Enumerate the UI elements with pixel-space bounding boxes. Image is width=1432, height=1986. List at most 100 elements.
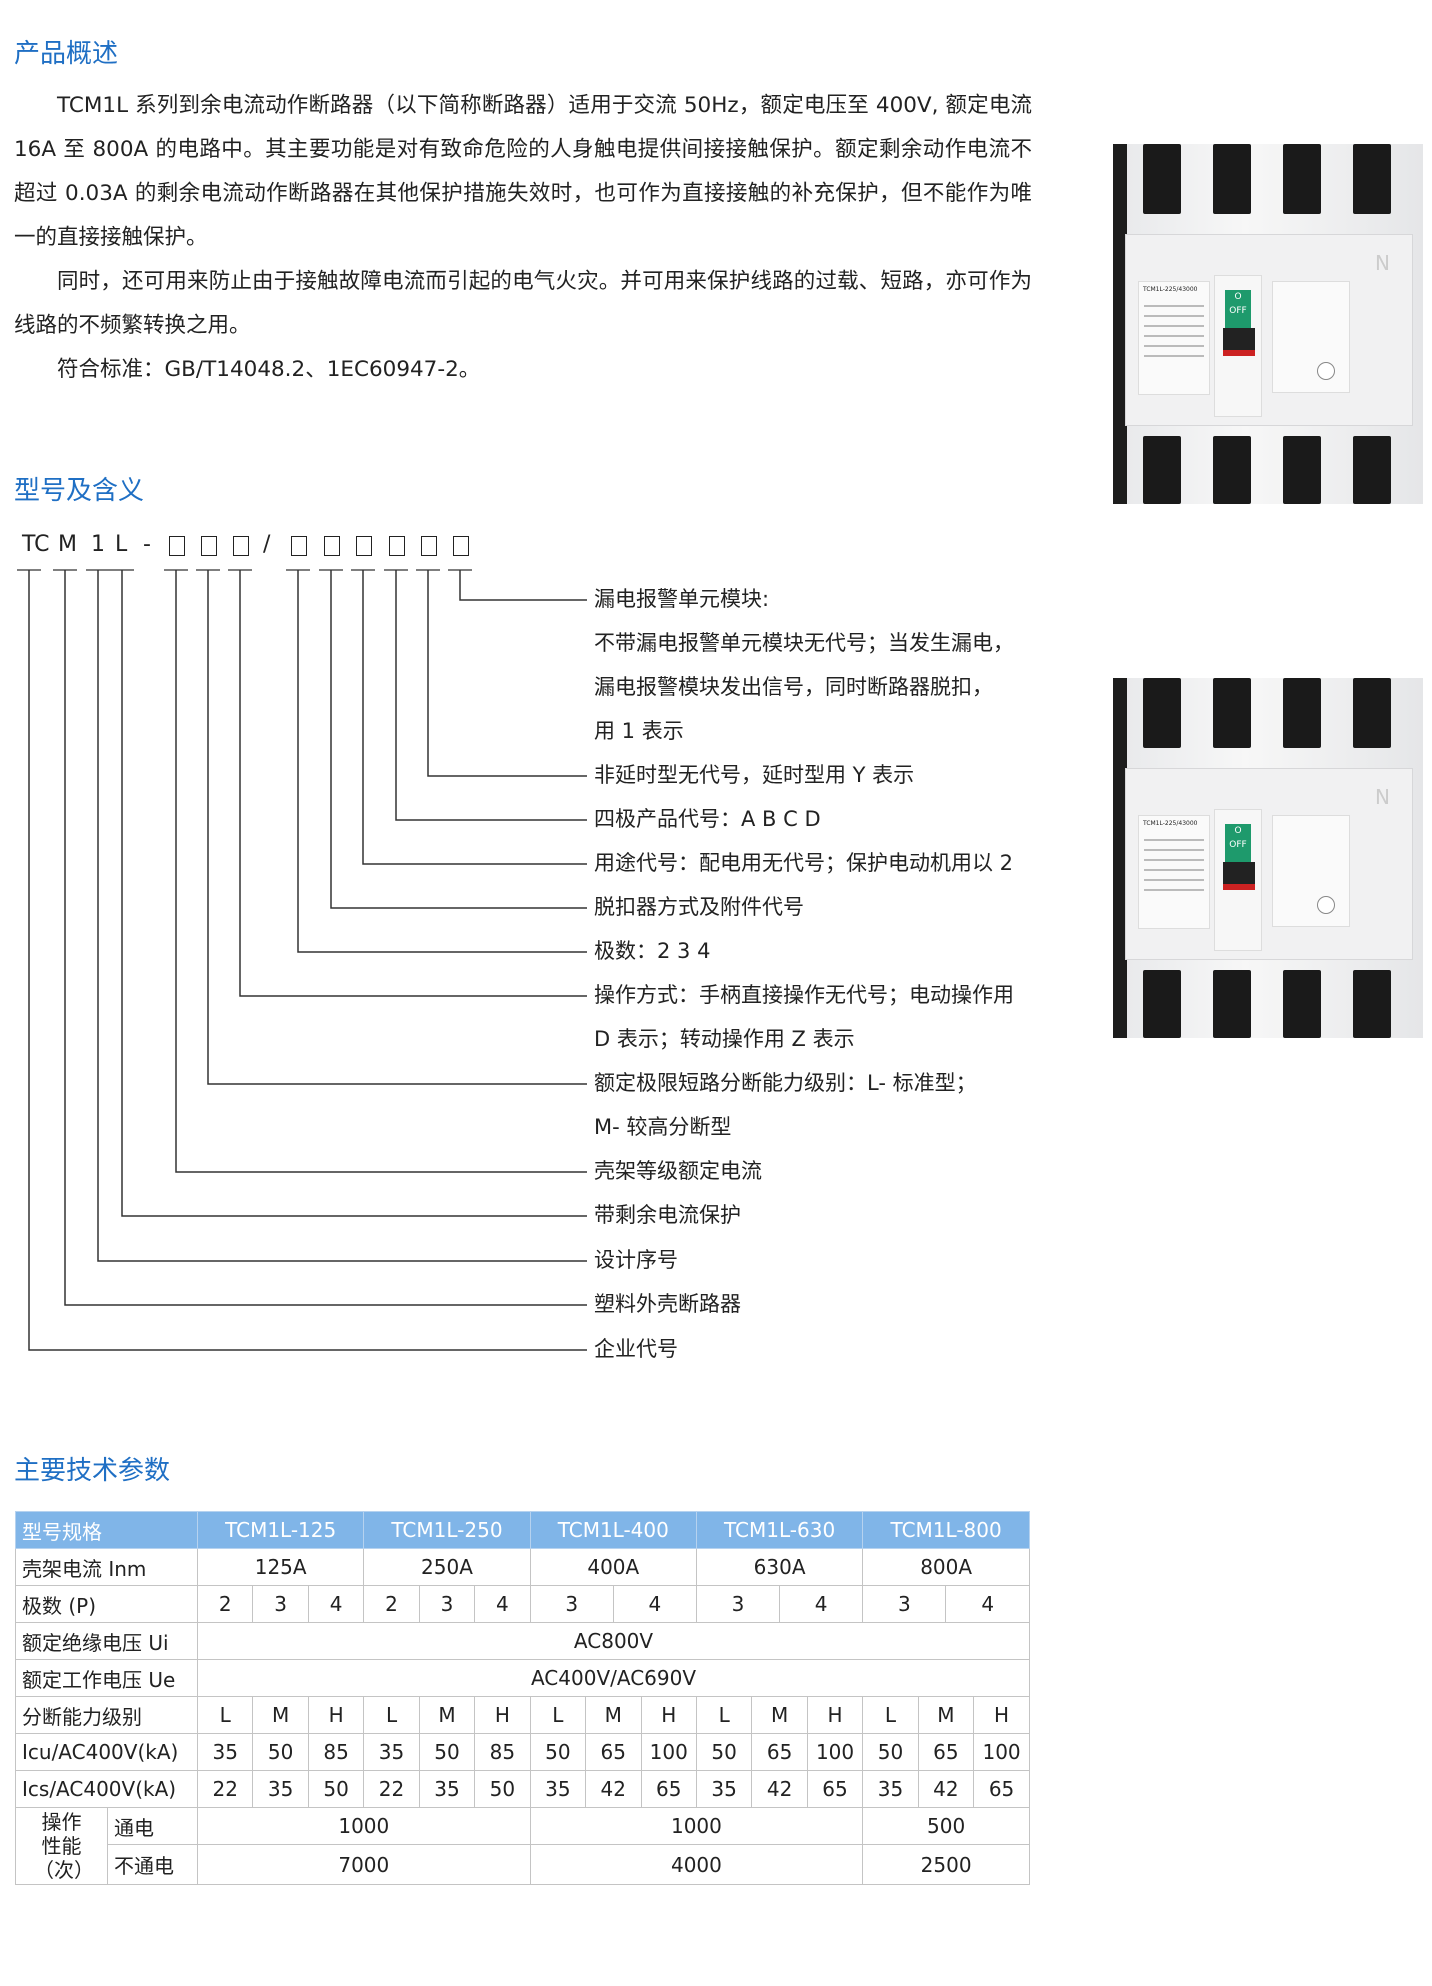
row-label: Icu/AC400V(kA) bbox=[15, 1733, 198, 1771]
model-meaning-item: 用途代号：配电用无代号；保护电动机用以 2 bbox=[594, 851, 1014, 875]
table-cell: 3 bbox=[418, 1585, 476, 1623]
table-cell: 22 bbox=[363, 1770, 420, 1808]
connector-line bbox=[97, 570, 587, 1262]
model-meaning-item: D 表示；转动操作用 Z 表示 bbox=[594, 1027, 855, 1051]
table-cell: 35 bbox=[363, 1733, 420, 1771]
table-cell: 100 bbox=[806, 1733, 864, 1771]
model-meaning-item: 漏电报警单元模块: bbox=[594, 587, 770, 611]
header-cell: TCM1L-125 bbox=[196, 1511, 365, 1549]
table-cell: 4 bbox=[474, 1585, 531, 1623]
model-print: TCM1L-225/43000 bbox=[1143, 286, 1198, 293]
header-cell: TCM1L-630 bbox=[695, 1511, 864, 1549]
table-cell: 35 bbox=[252, 1770, 309, 1808]
table-cell: 3 bbox=[529, 1585, 614, 1623]
connector-line bbox=[297, 570, 587, 953]
model-meaning-item: 额定极限短路分断能力级别：L- 标准型； bbox=[594, 1071, 977, 1095]
overview-paragraph: TCM1L 系列到余电流动作断路器（以下简称断路器）适用于交流 50Hz，额定电… bbox=[14, 93, 1032, 250]
table-cell: 3 bbox=[695, 1585, 781, 1623]
connector-line bbox=[121, 570, 587, 1217]
model-meaning-item: 设计序号 bbox=[594, 1248, 678, 1272]
model-meaning-item: 塑料外壳断路器 bbox=[594, 1292, 741, 1316]
table-cell: L bbox=[862, 1696, 919, 1734]
table-cell: 2500 bbox=[862, 1844, 1030, 1885]
table-cell: 50 bbox=[529, 1733, 587, 1771]
connector-line bbox=[362, 570, 587, 865]
table-cell: AC400V/AC690V bbox=[197, 1659, 1030, 1697]
table-cell: 50 bbox=[307, 1770, 365, 1808]
table-cell: 42 bbox=[917, 1770, 975, 1808]
table-cell: 2 bbox=[196, 1585, 254, 1623]
model-meaning-item: 漏电报警模块发出信号，同时断路器脱扣， bbox=[594, 675, 993, 699]
row-label: 操作性能（次） bbox=[15, 1807, 108, 1885]
table-cell: H bbox=[474, 1696, 531, 1734]
code-placeholder-box bbox=[324, 536, 340, 562]
specs-title: 主要技术参数 bbox=[14, 1456, 171, 1486]
table-cell: 50 bbox=[862, 1733, 919, 1771]
row-label: 不通电 bbox=[107, 1844, 198, 1885]
table-cell: L bbox=[695, 1696, 753, 1734]
model-title: 型号及含义 bbox=[14, 476, 145, 506]
model-meaning-item: 用 1 表示 bbox=[594, 719, 684, 743]
code-part: / bbox=[263, 532, 271, 557]
switch-label: O OFF bbox=[1225, 824, 1251, 862]
code-part: - bbox=[143, 532, 151, 557]
table-cell: 500 bbox=[862, 1807, 1030, 1845]
table-cell: 85 bbox=[474, 1733, 531, 1771]
model-meaning-item: 壳架等级额定电流 bbox=[594, 1159, 762, 1183]
model-meaning-item: 四极产品代号：A B C D bbox=[594, 807, 821, 831]
connector-line bbox=[330, 570, 587, 909]
table-cell: H bbox=[640, 1696, 697, 1734]
switch-label: O OFF bbox=[1225, 290, 1251, 328]
overview-text: TCM1L 系列到余电流动作断路器（以下简称断路器）适用于交流 50Hz，额定电… bbox=[14, 84, 1032, 392]
table-cell: 2 bbox=[363, 1585, 420, 1623]
row-label: 极数 (P) bbox=[15, 1585, 198, 1623]
table-cell: 800A bbox=[862, 1548, 1030, 1586]
code-placeholder-box bbox=[453, 536, 469, 562]
code-placeholder-box bbox=[389, 536, 405, 562]
table-cell: 50 bbox=[695, 1733, 753, 1771]
table-cell: 65 bbox=[806, 1770, 864, 1808]
table-cell: 65 bbox=[917, 1733, 975, 1771]
table-cell: 400A bbox=[529, 1548, 697, 1586]
model-code-diagram bbox=[17, 569, 587, 1351]
model-meaning-item: M- 较高分断型 bbox=[594, 1115, 732, 1139]
header-cell: TCM1L-800 bbox=[862, 1511, 1030, 1549]
connector-line bbox=[175, 570, 587, 1173]
code-part: M bbox=[58, 532, 77, 557]
table-cell: 42 bbox=[585, 1770, 642, 1808]
table-cell: 250A bbox=[363, 1548, 531, 1586]
table-cell: H bbox=[307, 1696, 365, 1734]
table-cell: 42 bbox=[751, 1770, 808, 1808]
table-cell: M bbox=[585, 1696, 642, 1734]
table-cell: 1000 bbox=[529, 1807, 864, 1845]
table-cell: 50 bbox=[418, 1733, 476, 1771]
table-cell: 125A bbox=[196, 1548, 365, 1586]
model-meaning-item: 脱扣器方式及附件代号 bbox=[594, 895, 804, 919]
code-part: L bbox=[115, 532, 128, 557]
header-cell: TCM1L-400 bbox=[529, 1511, 697, 1549]
table-cell: 1000 bbox=[197, 1807, 531, 1845]
table-cell: 3 bbox=[252, 1585, 309, 1623]
model-meaning-item: 不带漏电报警单元模块无代号；当发生漏电， bbox=[594, 631, 1014, 655]
table-cell: M bbox=[917, 1696, 975, 1734]
row-label: Ics/AC400V(kA) bbox=[15, 1770, 198, 1808]
code-part: TC bbox=[22, 532, 50, 557]
code-placeholder-box bbox=[291, 536, 307, 562]
table-cell: 4 bbox=[307, 1585, 365, 1623]
table-cell: 4 bbox=[779, 1585, 864, 1623]
table-cell: 4 bbox=[945, 1585, 1030, 1623]
row-label: 额定工作电压 Ue bbox=[15, 1659, 198, 1697]
code-placeholder-box bbox=[201, 536, 217, 562]
connector-line bbox=[239, 570, 587, 997]
connector-line bbox=[28, 570, 587, 1351]
table-cell: AC800V bbox=[197, 1622, 1030, 1660]
table-cell: 35 bbox=[196, 1733, 254, 1771]
table-cell: M bbox=[751, 1696, 808, 1734]
connector-line bbox=[395, 570, 587, 821]
table-cell: L bbox=[529, 1696, 587, 1734]
